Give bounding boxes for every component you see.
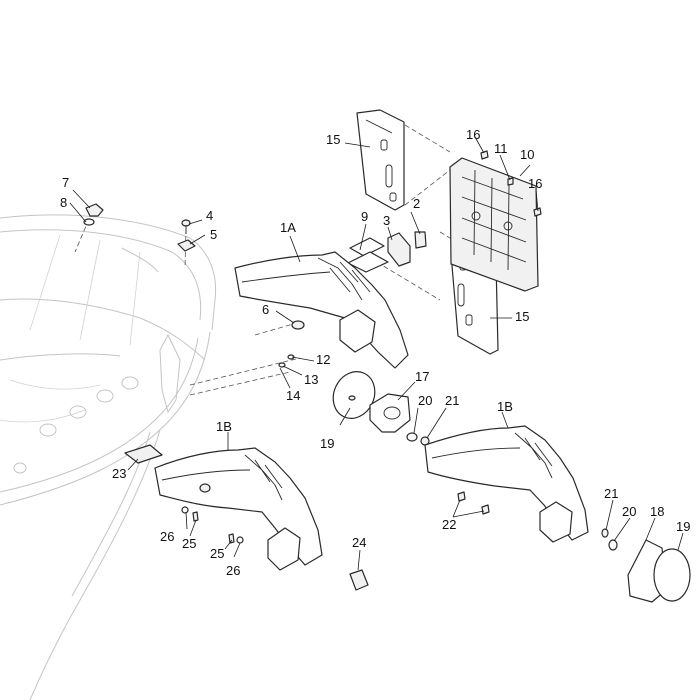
callout-20a: 20 [418, 393, 433, 408]
callout-25a: 25 [182, 536, 197, 551]
callout-20b: 20 [622, 504, 637, 519]
callout-23: 23 [112, 466, 127, 481]
callout-7: 7 [62, 175, 70, 190]
fasteners-25-26 [181, 506, 244, 544]
callout-25b: 25 [210, 546, 225, 561]
callout-16a: 16 [466, 127, 481, 142]
callout-1b-left: 1B [216, 419, 232, 434]
callout-14: 14 [286, 388, 301, 403]
callout-10: 10 [520, 147, 535, 162]
nut-5 [177, 239, 196, 252]
callout-1b-right: 1B [497, 399, 513, 414]
callout-18: 18 [650, 504, 665, 519]
rear-body-ghost [0, 214, 217, 700]
reflector-group-right [601, 528, 691, 603]
fastener-7-8 [83, 203, 104, 226]
callout-15b: 15 [515, 309, 530, 324]
frame-1a [234, 251, 409, 369]
callout-9: 9 [361, 209, 369, 224]
callout-11: 11 [494, 141, 508, 156]
frame-1b-left [154, 447, 323, 571]
parts-9-3-2 [347, 231, 427, 273]
washers-20-21-center [406, 432, 430, 446]
pad-23 [124, 444, 163, 464]
callout-21b: 21 [604, 486, 619, 501]
callout-22: 22 [442, 517, 457, 532]
callout-13: 13 [304, 372, 319, 387]
screw-4 [181, 219, 191, 234]
cover-plate-15-top [356, 109, 405, 211]
cap-24 [349, 569, 369, 591]
callout-19a: 19 [320, 436, 335, 451]
callout-4: 4 [206, 208, 214, 223]
callout-1a: 1A [280, 220, 296, 235]
screws-16-11 [480, 150, 542, 217]
bracket-17 [369, 393, 411, 433]
callout-12: 12 [316, 352, 331, 367]
plate-holder-10 [449, 157, 539, 292]
callout-8: 8 [60, 195, 68, 210]
callout-26a: 26 [160, 529, 175, 544]
screws-22 [457, 491, 490, 515]
callout-5: 5 [210, 227, 218, 242]
callout-leaders [69, 136, 684, 571]
callout-16b: 16 [528, 176, 543, 191]
callout-26b: 26 [226, 563, 241, 578]
callout-17: 17 [415, 369, 430, 384]
frame-1b-right [424, 425, 589, 543]
callout-2: 2 [413, 196, 421, 211]
callout-19b: 19 [676, 519, 691, 534]
callout-21a: 21 [445, 393, 460, 408]
callout-6: 6 [262, 302, 270, 317]
callout-24: 24 [352, 535, 367, 550]
callout-3: 3 [383, 213, 391, 228]
callout-15a: 15 [326, 132, 341, 147]
